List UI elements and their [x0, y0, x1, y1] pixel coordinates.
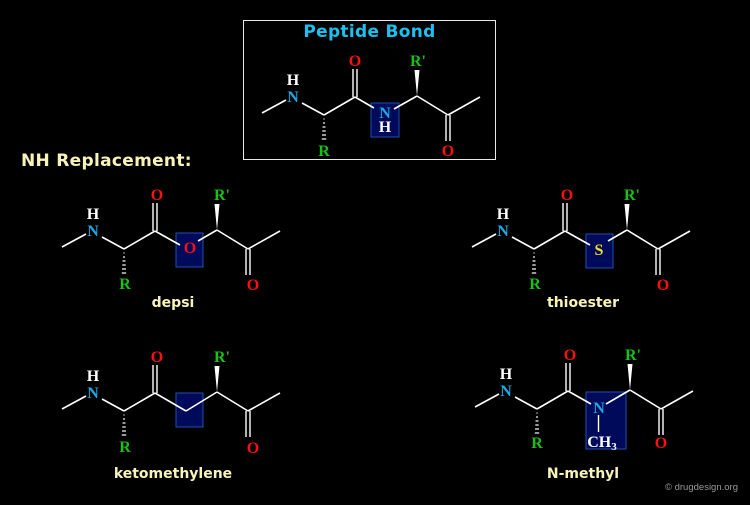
- r-group-label: R: [529, 276, 541, 293]
- r-group-label: R: [119, 439, 131, 456]
- oxygen-label: O: [247, 277, 259, 294]
- highlight-box: [585, 233, 614, 269]
- ketomethylene-structure: H N O R R' O: [61, 349, 281, 457]
- r-group-label: R: [318, 143, 330, 160]
- amide-hydrogen-label: H: [379, 119, 392, 136]
- caption-thioester: thioester: [547, 295, 619, 311]
- oxygen-label: O: [349, 53, 361, 70]
- depsi-structure: H N O R O R' O: [61, 187, 281, 294]
- peptide-bond-structure: H N O R N H R' O: [261, 53, 481, 160]
- oxygen-label: O: [657, 277, 669, 294]
- nitrogen-label: N: [287, 89, 299, 106]
- highlight-box: [585, 391, 627, 450]
- hydrogen-label: H: [497, 206, 510, 223]
- hydrogen-label: H: [500, 366, 513, 383]
- hydrogen-label: H: [87, 206, 100, 223]
- r-group-label: R: [119, 276, 131, 293]
- r-prime-label: R': [624, 187, 640, 204]
- r-prime-label: R': [625, 347, 641, 364]
- section-label: NH Replacement:: [21, 151, 192, 171]
- r-prime-label: R': [214, 187, 230, 204]
- methyl-ch: CH: [587, 434, 612, 451]
- hydrogen-label: H: [87, 368, 100, 385]
- peptide-bond-frame: [243, 20, 496, 160]
- r-prime-label: R': [410, 53, 426, 70]
- oxygen-label: O: [151, 349, 163, 366]
- r-prime-label: R': [214, 349, 230, 366]
- nitrogen-label: N: [500, 383, 512, 400]
- amide-nitrogen-label: N: [379, 105, 391, 122]
- highlight-box: [175, 232, 204, 268]
- oxygen-label: O: [655, 435, 667, 452]
- caption-ketomethylene: ketomethylene: [113, 466, 233, 482]
- caption-depsi: depsi: [151, 295, 195, 311]
- copyright-notice: © drugdesign.org: [664, 482, 738, 493]
- n-methyl-structure: H N O R N CH3 R' O: [474, 347, 694, 453]
- hydrogen-label: H: [287, 72, 300, 89]
- caption-n-methyl: N-methyl: [546, 466, 620, 482]
- oxygen-label: O: [247, 440, 259, 457]
- oxygen-label: O: [561, 187, 573, 204]
- diagram-title: Peptide Bond: [303, 22, 436, 42]
- thioester-structure: H N O R S R' O: [471, 187, 691, 294]
- oxygen-label: O: [151, 187, 163, 204]
- nitrogen-label: N: [87, 385, 99, 402]
- nitrogen-label: N: [497, 223, 509, 240]
- ester-oxygen-label: O: [184, 240, 196, 257]
- r-group-label: R: [531, 435, 543, 452]
- nitrogen-label: N: [87, 223, 99, 240]
- highlight-box: [175, 392, 204, 428]
- sulfur-label: S: [595, 242, 604, 259]
- oxygen-label: O: [442, 143, 454, 160]
- amide-nitrogen-label: N: [593, 400, 605, 417]
- methyl-subscript: 3: [611, 441, 617, 453]
- oxygen-label: O: [564, 347, 576, 364]
- methyl-label: CH3: [587, 434, 617, 453]
